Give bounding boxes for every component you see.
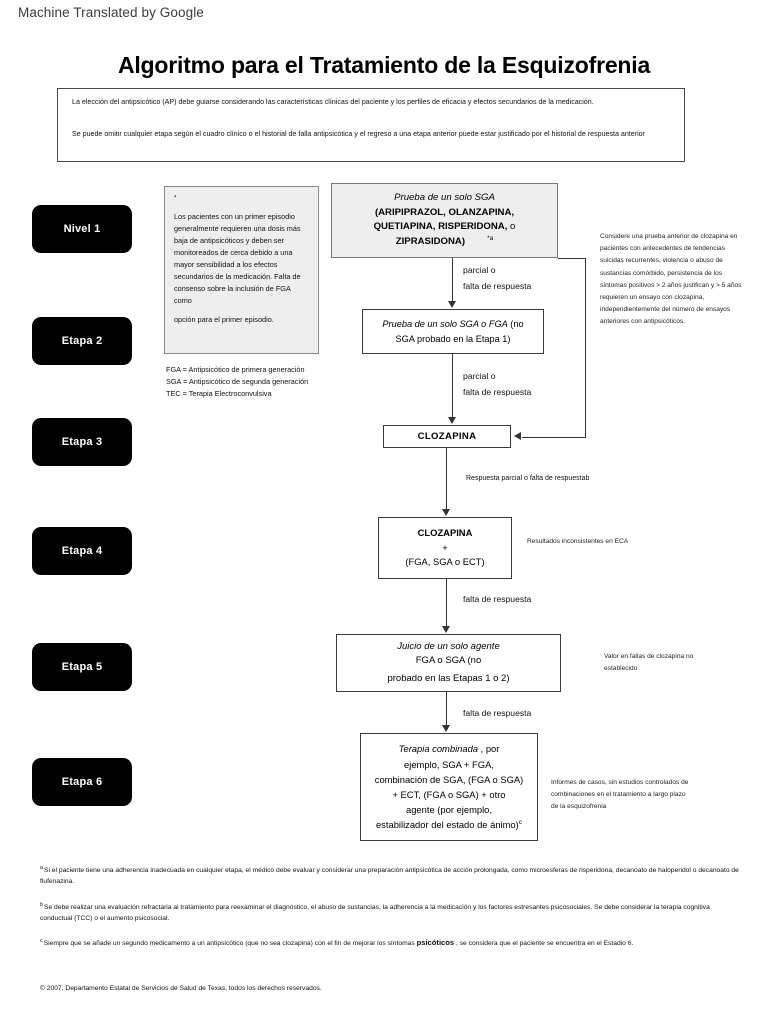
footnote-b: bSe debe realizar una evaluación refract… [40,901,740,925]
stage-pill-etapa-4[interactable]: Etapa 4 [32,527,132,575]
edge-label-stage5-stage6: falta de respuesta [463,706,531,722]
level1-line-3-bold: QUETIAPINA, RISPERIDONA, [373,220,508,232]
page-title: Algoritmo para el Tratamiento de la Esqu… [117,52,651,78]
footnote-a: aSi el paciente tiene una adherencia ina… [40,864,740,888]
footnote-c-text-after: , se considera que el paciente se encuen… [454,940,634,948]
footnote-b-marker: b [40,901,43,908]
flow-box-level-1[interactable]: Prueba de un solo SGA (ARIPIPRAZOL, OLAN… [331,183,558,258]
arrowhead-level1-stage2 [448,301,456,308]
legend-line-tec: TEC = Terapia Electroconvulsiva [166,388,272,398]
stage2-line-1-italic: Prueba de un solo SGA o FGA [382,319,508,330]
stage6-line-1-italic: Terapia combinada [398,743,479,755]
arrowhead-bypass-stage3 [514,432,521,440]
stage5-line-3: probado en las Etapas 1 o 2) [387,673,510,685]
stage4-line-1: CLOZAPINA [417,527,473,539]
arrowhead-stage4-stage5 [442,626,450,633]
stage6-footnote-marker: c [518,819,523,827]
legend-line-fga: FGA = Antipsicótico de primera generació… [166,365,305,374]
stage6-line-1-tail: , por [478,743,500,755]
connector-stage2-stage3 [452,354,453,418]
stage4-line-3: (FGA, SGA o ECT) [405,556,485,568]
edge-label-l1s2-line1: parcial o [463,265,496,275]
stage4-line-2: + [442,541,448,553]
note-marker: * [174,195,177,202]
intro-paragraph-1: La elección del antipsicótico (AP) debe … [72,98,594,106]
stage-pill-etapa-5[interactable]: Etapa 5 [32,643,132,691]
stage6-line-4: + ECT, (FGA o SGA) + otro [392,789,506,800]
first-episode-note-box: * Los pacientes con un primer episodio g… [164,186,319,354]
side-note-case-reports: Informes de casos, sin estudios controla… [551,779,689,811]
stage3-line-1: CLOZAPINA [417,431,477,442]
footnote-c-text-before: Siempre que se añade un segundo medicame… [43,940,417,948]
stage2-line-1-tail: (no [507,319,524,330]
copyright-notice: © 2007, Departamento Estatal de Servicio… [40,985,322,992]
arrowhead-stage2-stage3 [448,417,456,424]
flow-box-stage-6[interactable]: Terapia combinada , por ejemplo, SGA + F… [360,733,538,841]
edge-label-s3s4-text: Respuesta parcial o falta de respuesta [466,475,586,482]
side-note-inconsistent-results: Resultados inconsistentes en ECA [527,538,629,545]
intro-box: La elección del antipsicótico (AP) debe … [57,88,685,162]
stage6-line-5: agente (por ejemplo, [406,804,492,816]
level1-footnote-marker: *a [487,235,494,243]
edge-label-s4s5-text: falta de respuesta [463,594,532,604]
level1-line-1: Prueba de un solo SGA [394,192,495,204]
edge-label-s2s3-line2: falta de respuesta [463,386,532,397]
footnote-b-text: Se debe realizar una evaluación refracta… [40,903,710,923]
flow-box-stage-4[interactable]: CLOZAPINA + (FGA, SGA o ECT) [378,517,512,579]
edge-label-stage4-stage5: falta de respuesta [463,592,531,608]
legend-line-sga: SGA = Antipsicótico de segunda generació… [166,376,309,386]
side-note-clozapine-trial: Considere una prueba anterior de clozapi… [600,233,742,326]
footnote-a-text: Si el paciente tiene una adherencia inad… [40,867,739,886]
stage-pill-nivel-1[interactable]: Nivel 1 [32,205,132,253]
stage6-line-2: ejemplo, SGA + FGA, [404,758,494,770]
level1-line-2: (ARIPIPRAZOL, OLANZAPINA, [374,206,515,218]
connector-bypass-bottom [522,437,586,438]
connector-stage3-stage4 [446,448,447,510]
abbreviation-legend: FGA = Antipsicótico de primera generació… [166,364,346,399]
footnotes: aSi el paciente tiene una adherencia ina… [40,864,740,963]
connector-level1-stage2 [452,258,453,302]
stage5-line-2: FGA o SGA (no [415,654,482,666]
stage2-line-2: SGA probado en la Etapa 1) [395,333,511,344]
connector-bypass-vertical [585,258,586,437]
stage5-line-1: Juicio de un solo agente [397,640,500,652]
intro-paragraph-2: Se puede omitir cualquier etapa según el… [72,130,645,139]
edge-label-stage3-stage4: Respuesta parcial o falta de respuestab [466,473,589,486]
arrowhead-stage3-stage4 [442,509,450,516]
footnote-c-bold-word: psicóticos [416,938,455,948]
footnote-a-marker: a [40,865,43,871]
level1-line-4: ZIPRASIDONA) [395,236,466,248]
connector-bypass-top [558,258,586,259]
flow-box-stage-5[interactable]: Juicio de un solo agente FGA o SGA (no p… [336,634,561,692]
machine-translation-banner: Machine Translated by Google [18,5,204,20]
edge-label-s2s3-line1: parcial o [463,371,496,381]
footnote-c: cSiempre que se añade un segundo medicam… [40,937,740,950]
stage6-line-3: combinación de SGA, (FGA o SGA) [374,773,524,785]
note-last-line: opción para el primer episodio. [174,315,274,325]
level1-line-3-tail: o [507,220,516,232]
stage6-line-6: estabilizador del estado de ánimo) [375,819,519,831]
connector-stage4-stage5 [446,579,447,627]
edge-label-l1s2-line2: falta de respuesta [463,280,532,291]
stage-pill-etapa-2[interactable]: Etapa 2 [32,317,132,365]
note-body: Los pacientes con un primer episodio gen… [174,212,301,306]
flow-box-stage-3[interactable]: CLOZAPINA [383,425,511,448]
connector-stage5-stage6 [446,692,447,726]
side-note-value-unknown: Valor en fallas de clozapina no establec… [604,653,694,673]
footnote-c-marker: c [40,938,43,945]
edge-label-stage2-stage3: parcial o falta de respuesta [463,369,531,401]
flow-box-stage-2[interactable]: Prueba de un solo SGA o FGA (no SGA prob… [362,309,544,354]
stage-pill-etapa-3[interactable]: Etapa 3 [32,418,132,466]
edge-label-s5s6-text: falta de respuesta [463,708,532,718]
arrowhead-stage5-stage6 [442,725,450,732]
edge-label-level1-stage2: parcial o falta de respuesta [463,263,531,295]
edge-label-s3s4-marker: b [585,475,590,482]
stage-pill-etapa-6[interactable]: Etapa 6 [32,758,132,806]
